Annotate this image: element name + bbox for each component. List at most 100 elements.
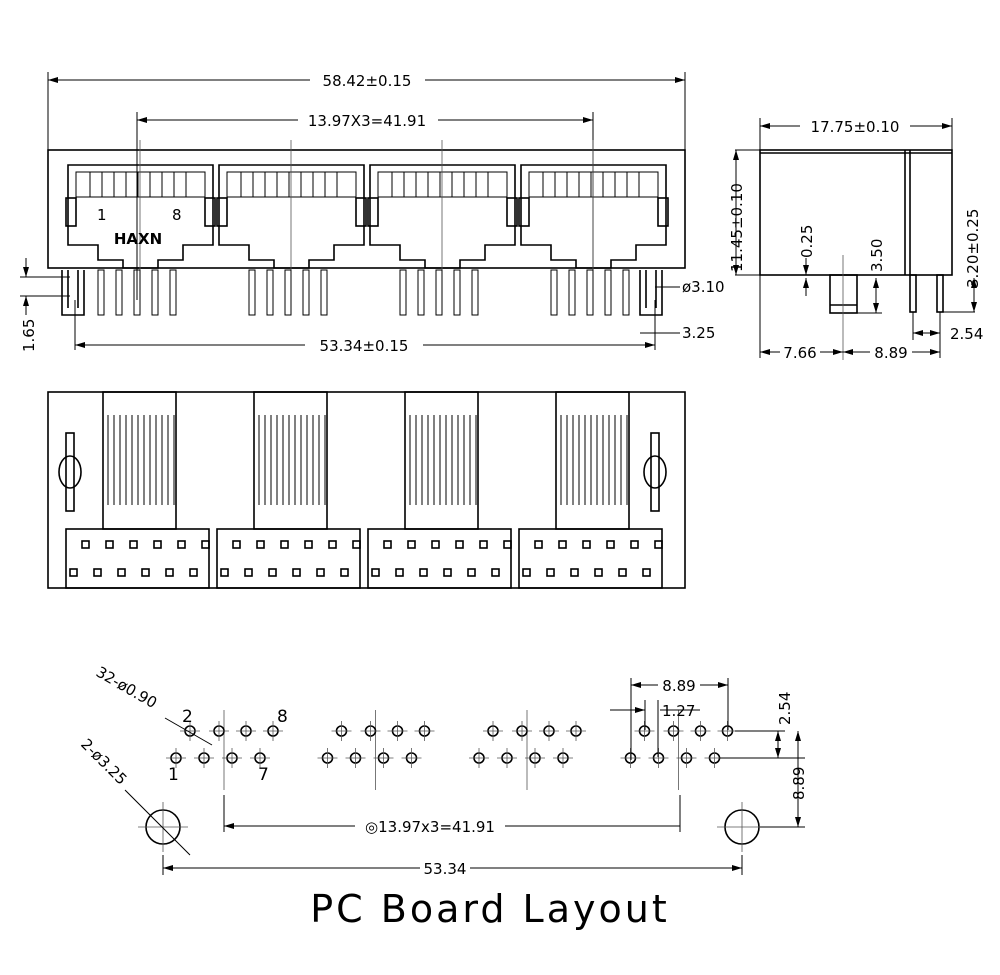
post-offset-label: 3.25: [682, 324, 715, 342]
pin: [115, 269, 123, 316]
pad-square: [534, 540, 543, 549]
pin-1-label: 1: [97, 206, 107, 224]
pad-square: [594, 568, 603, 577]
pad-square: [467, 568, 476, 577]
led-left: [518, 197, 530, 227]
front-view: 58.42±0.15 13.97X3=41.91 1 8 HAXN 53.34±…: [20, 71, 725, 355]
mounting-post: [829, 274, 858, 314]
pin: [586, 269, 594, 316]
pad-square: [69, 568, 78, 577]
post-to-pin-label: 8.89: [874, 344, 907, 362]
bottom-body-outline: [47, 391, 686, 589]
pin: [97, 269, 105, 316]
contact-area: [226, 171, 357, 198]
pin-holes-label: 32-ø0.90: [93, 663, 160, 712]
pad-square: [244, 568, 253, 577]
pad-square: [165, 568, 174, 577]
bottom-port: [216, 391, 361, 589]
contact-area: [528, 171, 659, 198]
port-opening: [520, 164, 667, 269]
left-post-bottom: [58, 455, 82, 489]
pin: [453, 269, 461, 316]
mounting-post: [61, 270, 85, 316]
front-body-outline: [47, 149, 686, 269]
standoff-label: 0.25: [798, 225, 816, 258]
pad-square: [419, 568, 428, 577]
row-offset-label: 2.54: [776, 692, 794, 725]
pad-square: [642, 568, 651, 577]
pad-square: [304, 540, 313, 549]
pad-square: [256, 540, 265, 549]
pcb-pin-8-label: 8: [277, 707, 288, 727]
pin: [266, 269, 274, 316]
pin: [604, 269, 612, 316]
pad-square: [117, 568, 126, 577]
pin-block: [216, 528, 361, 589]
port-pitch-label: 13.97X3=41.91: [308, 112, 426, 130]
mount-span-label: 53.34: [424, 860, 467, 878]
pin: [399, 269, 407, 316]
pad-square: [153, 540, 162, 549]
led-left: [367, 197, 379, 227]
pin-row-spacing-label: 2.54: [950, 325, 983, 343]
row-span-label: 8.89: [662, 677, 695, 695]
pin: [284, 269, 292, 316]
port-hole-group: [469, 710, 586, 790]
post-length-label: 3.50: [868, 239, 886, 272]
port-hole-group: [166, 710, 283, 790]
pad-square: [491, 568, 500, 577]
led-right: [355, 197, 367, 227]
pcb-layout-title: PC Board Layout: [310, 887, 669, 931]
pad-square: [455, 540, 464, 549]
pin: [417, 269, 425, 316]
pad-square: [81, 540, 90, 549]
pcb-layout: 53.34 ◎13.97x3=41.91 2-ø3.25 32-ø0.90 2 …: [77, 663, 808, 931]
pad-square: [93, 568, 102, 577]
pad-square: [618, 568, 627, 577]
pin-block: [518, 528, 663, 589]
contact-area: [377, 171, 508, 198]
pad-square: [316, 568, 325, 577]
pin: [302, 269, 310, 316]
pin-8-label: 8: [172, 206, 182, 224]
pad-square: [570, 568, 579, 577]
pad-square: [268, 568, 277, 577]
side-view: 17.75±0.10 11.45±0.10 0.25 3.50 3.20±0.2…: [728, 117, 983, 362]
pad-square: [201, 540, 210, 549]
pcb-pin-1-label: 1: [168, 765, 179, 785]
overall-width-label: 58.42±0.15: [323, 72, 412, 90]
pad-square: [371, 568, 380, 577]
pin-pitch-label: 1.27: [662, 702, 695, 720]
rj45-port: [367, 140, 518, 316]
pin-block: [65, 528, 210, 589]
pad-square: [558, 540, 567, 549]
pad-square: [443, 568, 452, 577]
pad-square: [105, 540, 114, 549]
led-right: [204, 197, 216, 227]
pin: [622, 269, 630, 316]
pad-square: [546, 568, 555, 577]
port-pitch-pcb-label: ◎13.97x3=41.91: [365, 818, 495, 836]
pin: [550, 269, 558, 316]
led-left: [65, 197, 77, 227]
contact-area: [75, 171, 206, 198]
pcb-pin-2-label: 2: [182, 707, 193, 727]
pin: [133, 269, 141, 316]
pin-block: [367, 528, 512, 589]
port-opening: [218, 164, 365, 269]
port-opening: [369, 164, 516, 269]
pin: [169, 269, 177, 316]
pad-square: [582, 540, 591, 549]
pad-square: [141, 568, 150, 577]
pcb-pin-7-label: 7: [258, 765, 269, 785]
height-label: 11.45±0.10: [728, 183, 746, 272]
port-hole-group: [620, 710, 738, 790]
pad-square: [280, 540, 289, 549]
post-diameter-label: ø3.10: [682, 278, 725, 296]
post-row-distance-label: 8.89: [790, 767, 808, 800]
pad-square: [352, 540, 361, 549]
pad-square: [654, 540, 663, 549]
pad-square: [479, 540, 488, 549]
pin-span-label: 53.34±0.15: [320, 337, 409, 355]
